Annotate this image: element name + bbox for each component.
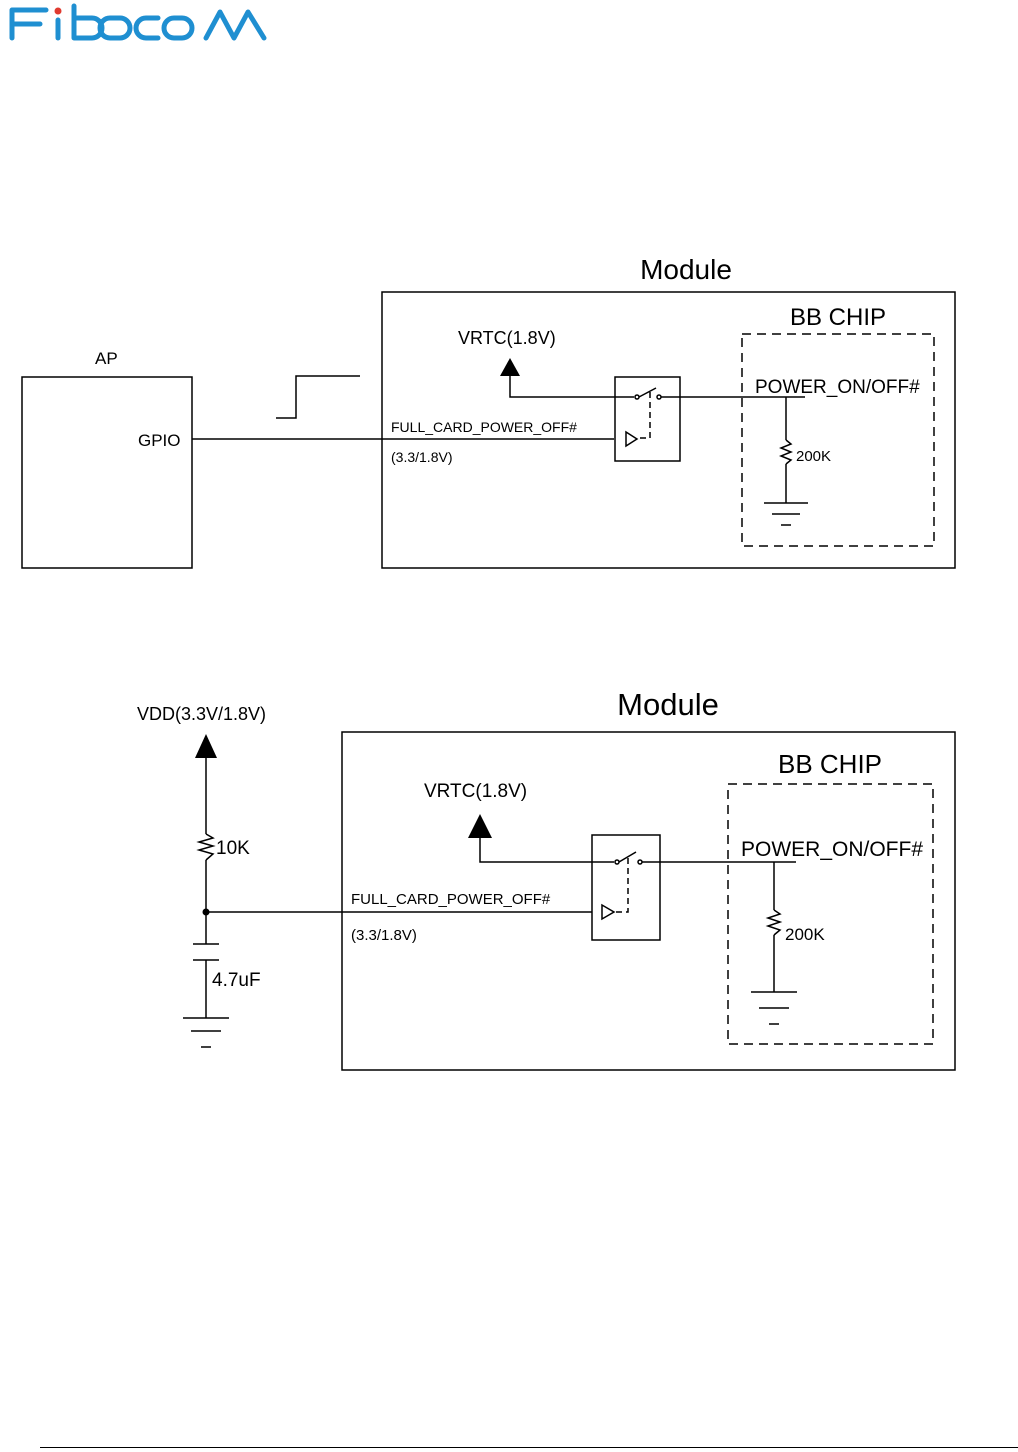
ap-label: AP <box>95 349 118 368</box>
resistor-label-1: 200K <box>796 448 831 465</box>
pullup-label: 10K <box>216 838 250 859</box>
signal-label-1: FULL_CARD_POWER_OFF# <box>391 419 577 435</box>
vrtc-line-2 <box>480 838 614 862</box>
switch-contact-a-2 <box>615 860 619 864</box>
vrtc-arrow-1 <box>500 358 520 376</box>
power-pin-label-2: POWER_ON/OFF# <box>741 838 923 861</box>
resistor-200k-2 <box>768 910 780 935</box>
vdd-arrow <box>195 734 217 758</box>
vrtc-label-1: VRTC(1.8V) <box>458 328 556 348</box>
switch-control-2 <box>614 858 628 912</box>
switch-block-2 <box>592 835 660 940</box>
power-pin-label-1: POWER_ON/OFF# <box>755 377 920 398</box>
bb-chip-label-1: BB CHIP <box>790 304 886 331</box>
vrtc-label-2: VRTC(1.8V) <box>424 781 527 802</box>
voltage-label-2: (3.3/1.8V) <box>351 927 417 944</box>
diagram-2 <box>183 732 955 1070</box>
switch-block-1 <box>615 377 680 461</box>
ap-box <box>22 377 192 568</box>
switch-contact-a-1 <box>635 395 639 399</box>
vrtc-arrow-2 <box>468 814 492 838</box>
step-waveform <box>276 376 360 418</box>
resistor-label-2: 200K <box>785 925 825 944</box>
cap-label: 4.7uF <box>212 970 261 991</box>
buffer-triangle-1 <box>626 432 637 446</box>
resistor-200k-1 <box>781 440 791 464</box>
switch-lever-1 <box>639 388 656 397</box>
switch-contact-b-1 <box>657 395 661 399</box>
bb-chip-box-2 <box>728 784 933 1044</box>
buffer-triangle-2 <box>602 905 614 919</box>
junction-dot <box>203 909 210 916</box>
module-title-2: Module <box>617 687 719 722</box>
bb-chip-box-1 <box>742 334 934 546</box>
gpio-label: GPIO <box>138 431 181 450</box>
resistor-10k <box>199 834 213 860</box>
voltage-label-1: (3.3/1.8V) <box>391 449 452 465</box>
bb-chip-label-2: BB CHIP <box>778 749 882 779</box>
vdd-label: VDD(3.3V/1.8V) <box>137 704 266 724</box>
footer-rule <box>40 1447 1018 1448</box>
switch-control-1 <box>638 392 650 438</box>
signal-label-2: FULL_CARD_POWER_OFF# <box>351 891 551 908</box>
module-title-1: Module <box>640 254 732 285</box>
switch-contact-b-2 <box>638 860 642 864</box>
